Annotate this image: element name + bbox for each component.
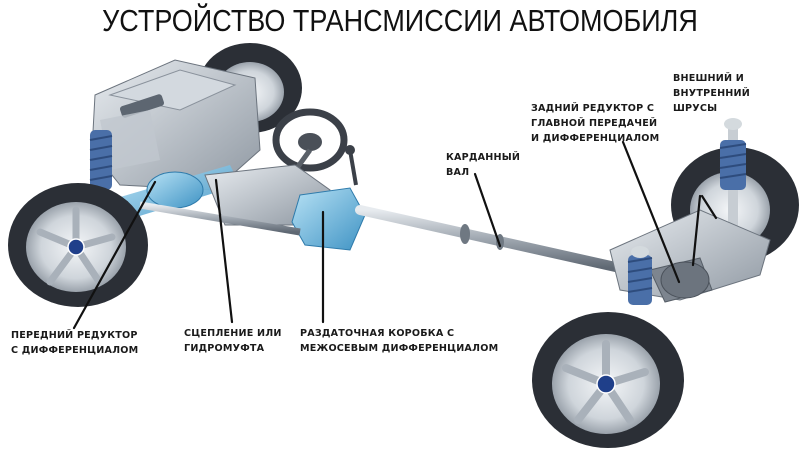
label-clutch: СЦЕПЛЕНИЕ ИЛИ ГИДРОМУФТА xyxy=(184,328,282,354)
leader-clutch xyxy=(214,178,234,324)
leader-cv-outer xyxy=(691,194,702,267)
front-left-strut xyxy=(89,130,113,190)
leader-cv-inner xyxy=(700,194,718,220)
engine xyxy=(91,59,261,191)
rear-differential xyxy=(660,261,710,299)
label-driveshaft: КАРДАННЫЙ ВАЛ xyxy=(446,152,521,178)
label-cv-joints: ВНЕШНИЙ И ВНУТРЕННИЙ ШРУСЫ xyxy=(673,73,750,114)
rear-left-strut xyxy=(627,246,653,305)
leader-lines xyxy=(72,140,718,330)
diagram-title: УСТРОЙСТВО ТРАНСМИССИИ АВТОМОБИЛЯ xyxy=(102,4,698,38)
label-rear-differential: ЗАДНИЙ РЕДУКТОР С ГЛАВНОЙ ПЕРЕДАЧЕЙ И ДИ… xyxy=(531,103,660,144)
front-left-wheel xyxy=(8,183,148,307)
transfer-case xyxy=(291,187,366,251)
rear-left-wheel xyxy=(532,312,684,448)
driveshaft xyxy=(355,205,625,273)
label-front-differential: ПЕРЕДНИЙ РЕДУКТОР С ДИФФЕРЕНЦИАЛОМ xyxy=(11,330,139,356)
leader-rear-diff xyxy=(621,140,681,284)
label-transfer-case: РАЗДАТОЧНАЯ КОРОБКА С МЕЖОСЕВЫМ ДИФФЕРЕН… xyxy=(300,328,499,354)
rear-right-strut xyxy=(719,118,747,230)
leader-front-diff xyxy=(72,180,157,330)
leader-driveshaft xyxy=(473,172,502,248)
